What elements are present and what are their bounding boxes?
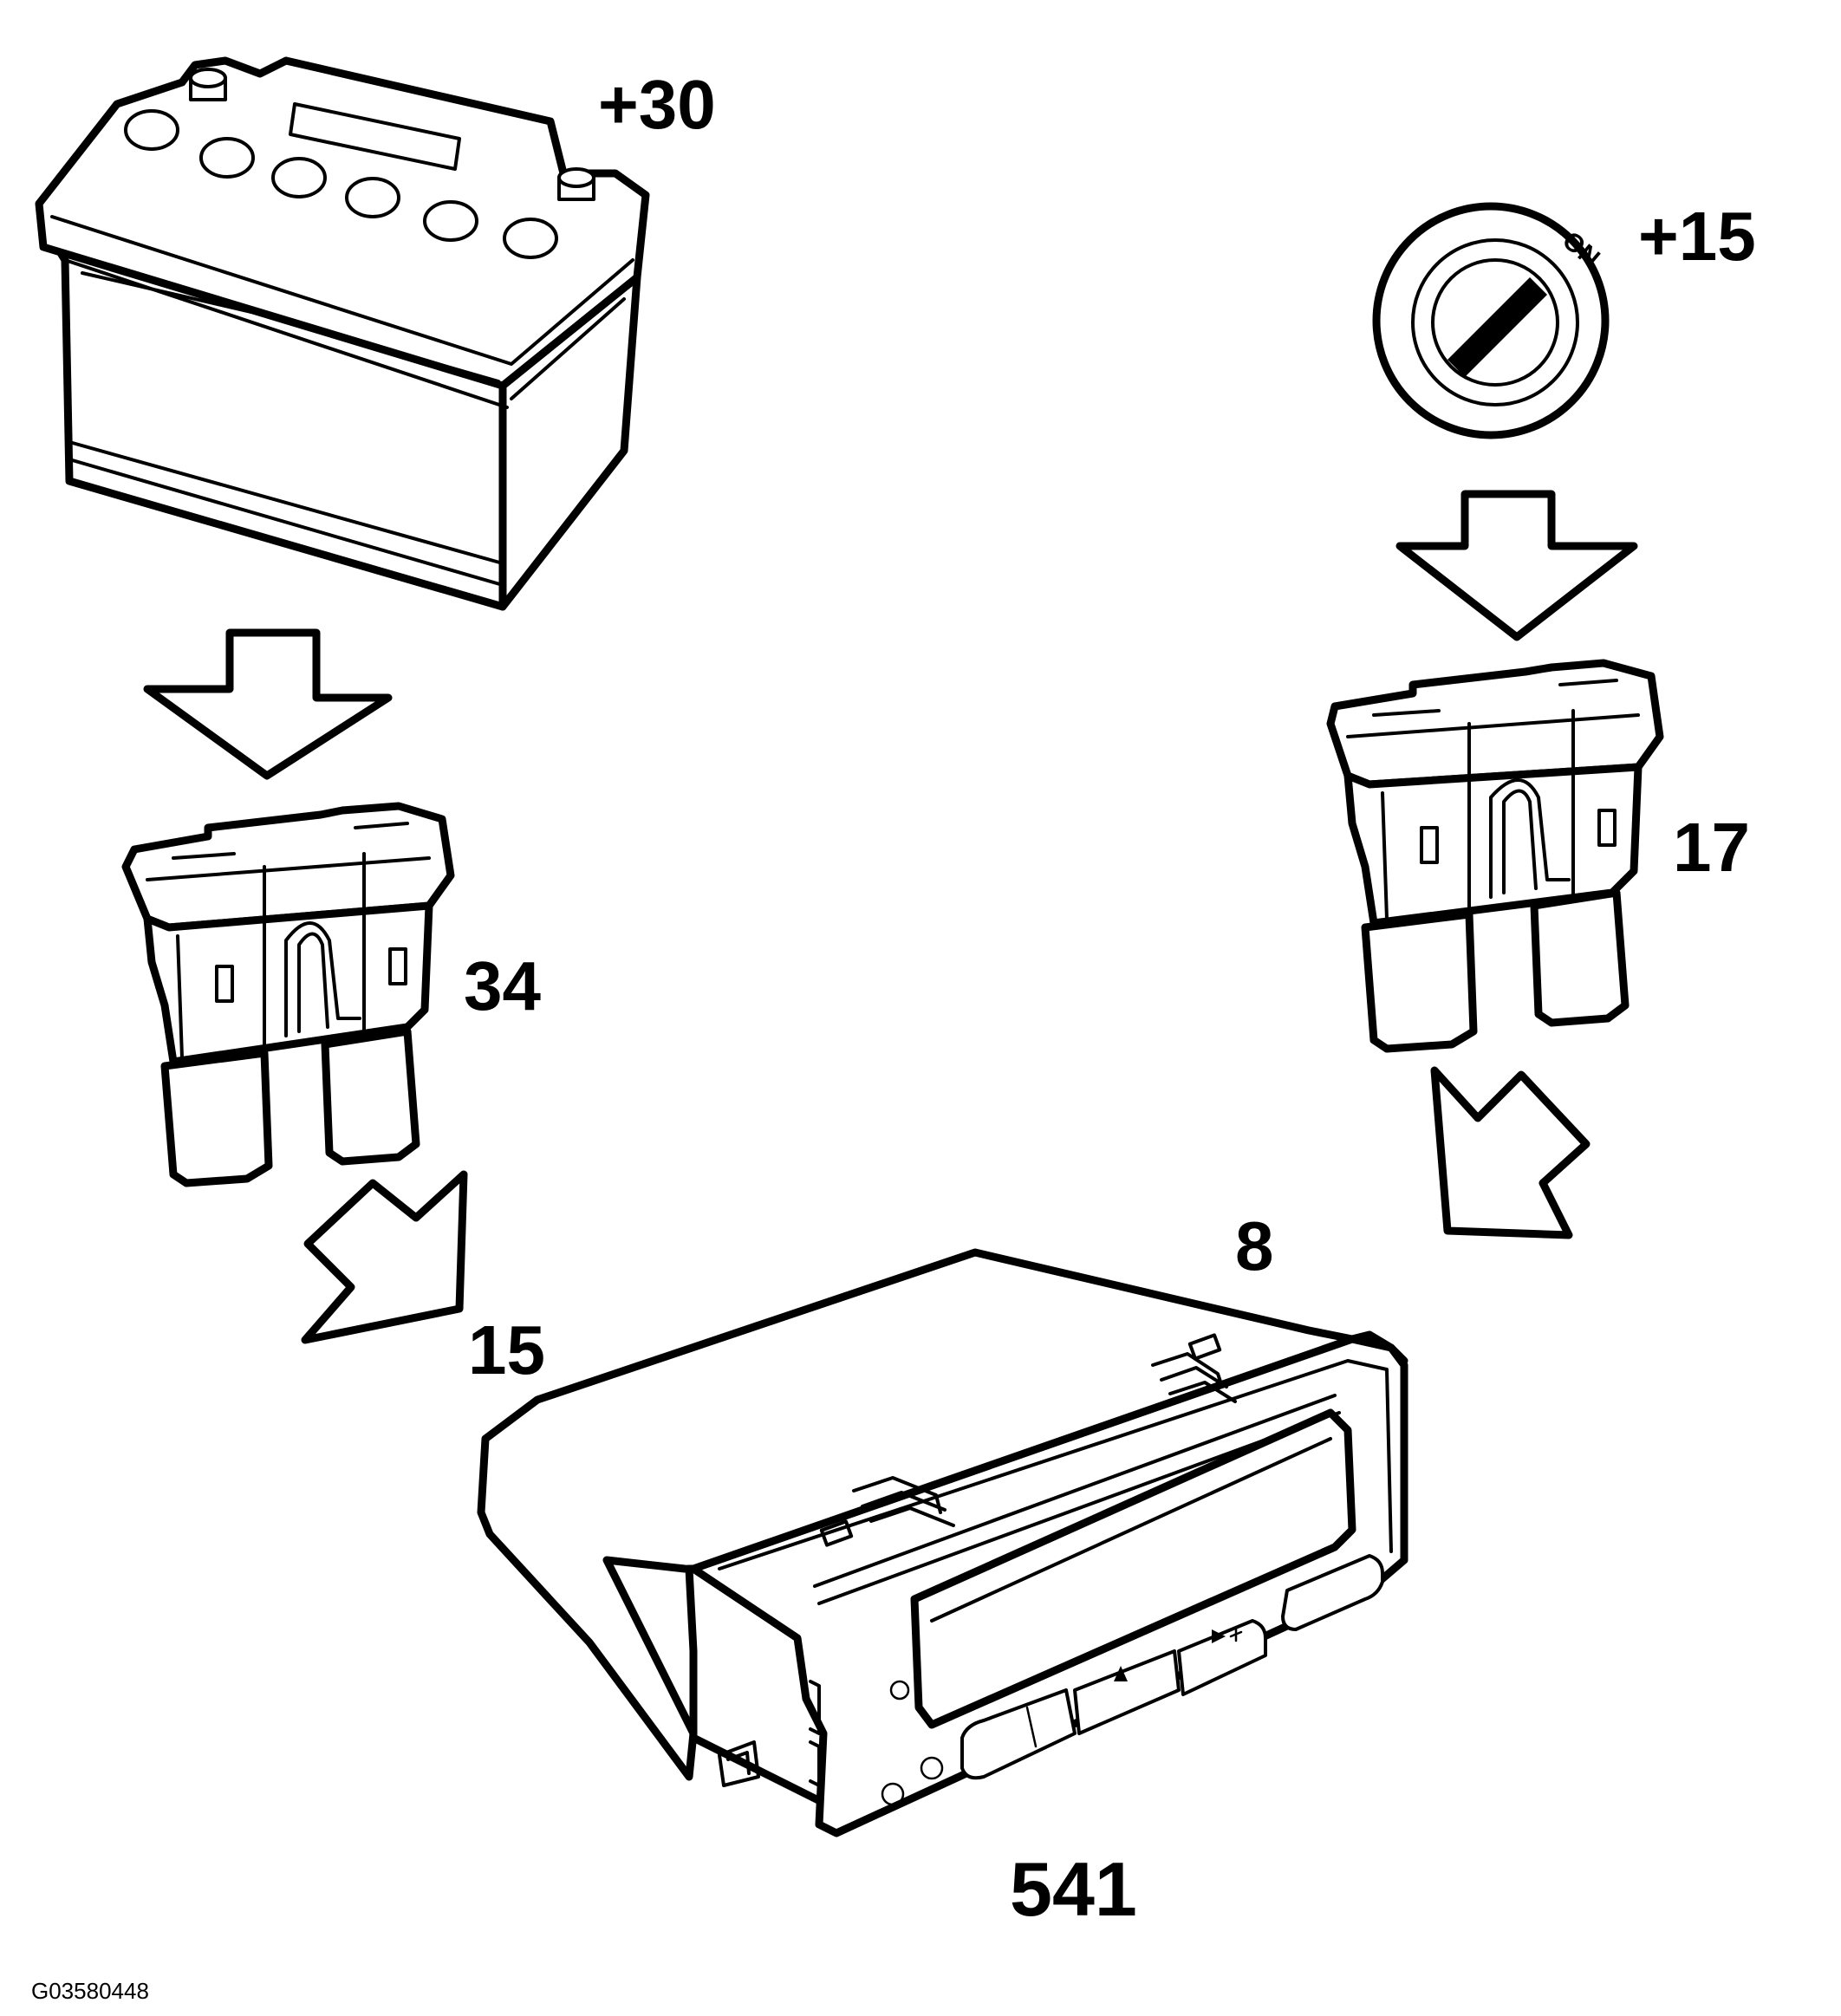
connection-left-label: 15 [468,1311,545,1388]
battery-terminals [189,68,595,201]
arrow-left-fuse-to-unit [301,1170,468,1344]
fuse-right-label: 17 [1673,809,1750,886]
fuse-left [121,802,455,1187]
battery-terminal-label: +30 [598,66,716,143]
arrow-down-right [1395,490,1638,641]
battery-cell-caps [124,109,558,259]
fuse-left-label: 34 [464,947,541,1024]
fuse-right [1326,659,1664,1053]
control-unit [477,1248,1408,1837]
arrow-right-fuse-to-unit [1430,1066,1591,1239]
unit-label: 541 [1010,1846,1137,1932]
vent-grilles [819,1333,1237,1547]
brand-logo [718,1740,760,1787]
figure-code: G03580448 [31,1978,149,2004]
ignition-switch: ON [1372,202,1610,439]
battery [35,56,650,611]
control-buttons [881,1554,1384,1806]
key-slot-icon [1447,277,1547,377]
ignition-terminal-label: +15 [1638,198,1756,275]
arrow-down-left [143,628,393,780]
connection-right-label: 8 [1235,1207,1274,1284]
